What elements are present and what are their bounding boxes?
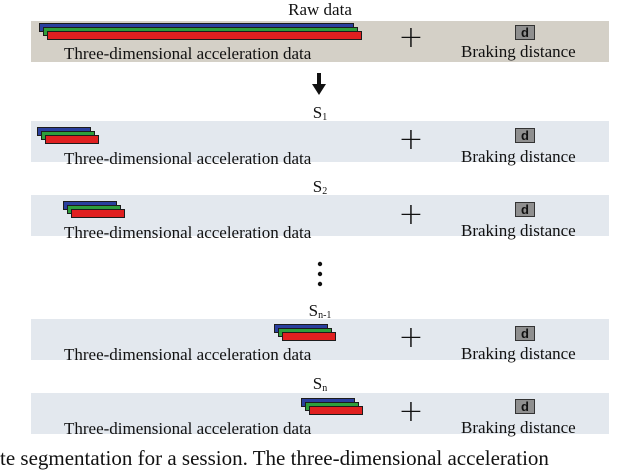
raw-data-title: Raw data (288, 0, 352, 19)
segment-band-s1 (31, 121, 609, 162)
plus-icon: + (398, 122, 424, 157)
segment-label-sn: Three-dimensional acceleration data (64, 419, 312, 438)
z-axis-signal-bar (47, 31, 362, 40)
segment-title-sn-1: Sn-1 (308, 301, 332, 321)
down-arrow-icon (312, 73, 326, 95)
plus-icon: + (398, 394, 424, 429)
plus-icon: + (398, 20, 424, 55)
plus-icon: + (398, 197, 424, 232)
distance-badge: d (515, 128, 535, 143)
raw-data-label: Three-dimensional acceleration data (64, 44, 312, 63)
distance-badge: d (515, 202, 535, 217)
segment-band-s2 (31, 195, 609, 236)
distance-badge: d (515, 399, 535, 414)
distance-badge: d (515, 25, 535, 40)
segment-distance-label-s1: Braking distance (461, 147, 576, 166)
segment-label-s2: Three-dimensional acceleration data (64, 223, 312, 242)
segment-title-s1: S1 (312, 103, 328, 123)
raw-distance-label: Braking distance (461, 42, 576, 61)
segment-distance-label-sn-1: Braking distance (461, 344, 576, 363)
segment-distance-label-sn: Braking distance (461, 418, 576, 437)
z-axis-signal-bar (71, 209, 125, 218)
segment-label-s1: Three-dimensional acceleration data (64, 149, 312, 168)
plus-icon: + (398, 320, 424, 355)
segment-title-sn: Sn (312, 374, 328, 394)
z-axis-signal-bar (45, 135, 99, 144)
segment-label-sn-1: Three-dimensional acceleration data (64, 345, 312, 364)
segment-title-s2: S2 (312, 177, 328, 197)
figure-caption: te segmentation for a session. The three… (0, 446, 549, 470)
z-axis-signal-bar (282, 332, 336, 341)
z-axis-signal-bar (309, 406, 363, 415)
segment-distance-label-s2: Braking distance (461, 221, 576, 240)
vertical-ellipsis-icon (317, 261, 323, 287)
distance-badge: d (515, 326, 535, 341)
